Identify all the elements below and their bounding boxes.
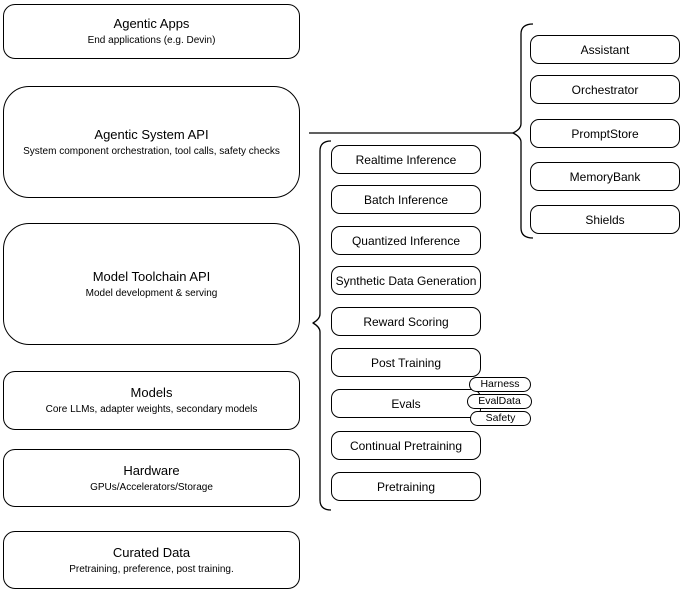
- middle-group-bracket: [312, 140, 332, 511]
- node-pretraining: Pretraining: [331, 472, 481, 501]
- node-curated-data: Curated Data Pretraining, preference, po…: [3, 531, 300, 589]
- node-promptstore: PromptStore: [530, 119, 680, 148]
- node-models: Models Core LLMs, adapter weights, secon…: [3, 371, 300, 430]
- node-label: Pretraining: [376, 479, 436, 494]
- tag-label: EvalData: [478, 395, 521, 408]
- node-label: Synthetic Data Generation: [335, 273, 477, 288]
- tag-harness: Harness: [469, 377, 531, 392]
- node-orchestrator: Orchestrator: [530, 75, 680, 104]
- node-subtitle: Core LLMs, adapter weights, secondary mo…: [45, 404, 258, 415]
- node-realtime-inference: Realtime Inference: [331, 145, 481, 174]
- node-label: Quantized Inference: [351, 233, 461, 248]
- tag-label: Harness: [480, 378, 520, 391]
- node-evals: Evals: [331, 389, 481, 418]
- node-quantized-inference: Quantized Inference: [331, 226, 481, 255]
- node-title: Hardware: [123, 462, 180, 478]
- tag-label: Safety: [485, 412, 516, 425]
- node-memorybank: MemoryBank: [530, 162, 680, 191]
- node-agentic-apps: Agentic Apps End applications (e.g. Devi…: [3, 4, 300, 59]
- node-label: Orchestrator: [571, 82, 639, 97]
- node-label: Assistant: [580, 42, 630, 57]
- tag-evaldata: EvalData: [467, 394, 532, 409]
- node-synthetic-data-generation: Synthetic Data Generation: [331, 266, 481, 295]
- right-group-bracket: [512, 23, 534, 239]
- node-model-toolchain-api: Model Toolchain API Model development & …: [3, 223, 300, 345]
- node-post-training: Post Training: [331, 348, 481, 377]
- node-label: Reward Scoring: [363, 314, 449, 329]
- node-shields: Shields: [530, 205, 680, 234]
- node-continual-pretraining: Continual Pretraining: [331, 431, 481, 460]
- node-label: Continual Pretraining: [349, 438, 463, 453]
- node-subtitle: Pretraining, preference, post training.: [69, 563, 234, 575]
- node-title: Agentic Apps: [113, 16, 190, 31]
- node-label: Realtime Inference: [355, 152, 457, 167]
- node-label: Shields: [585, 212, 625, 227]
- node-agentic-system-api: Agentic System API System component orch…: [3, 86, 300, 198]
- node-subtitle: End applications (e.g. Devin): [87, 35, 216, 46]
- node-subtitle: Model development & serving: [85, 287, 218, 299]
- node-batch-inference: Batch Inference: [331, 185, 481, 214]
- node-title: Model Toolchain API: [92, 268, 211, 284]
- node-label: Post Training: [370, 355, 442, 370]
- node-reward-scoring: Reward Scoring: [331, 307, 481, 336]
- node-title: Models: [130, 385, 173, 400]
- node-title: Curated Data: [112, 544, 191, 560]
- node-subtitle: System component orchestration, tool cal…: [23, 145, 280, 157]
- node-assistant: Assistant: [530, 35, 680, 64]
- node-title: Agentic System API: [94, 126, 209, 142]
- node-hardware: Hardware GPUs/Accelerators/Storage: [3, 449, 300, 507]
- node-label: PromptStore: [571, 126, 639, 141]
- node-label: Batch Inference: [363, 192, 449, 207]
- node-label: MemoryBank: [569, 169, 641, 184]
- node-label: Evals: [391, 396, 421, 411]
- tag-safety: Safety: [470, 411, 531, 426]
- node-subtitle: GPUs/Accelerators/Storage: [90, 481, 213, 493]
